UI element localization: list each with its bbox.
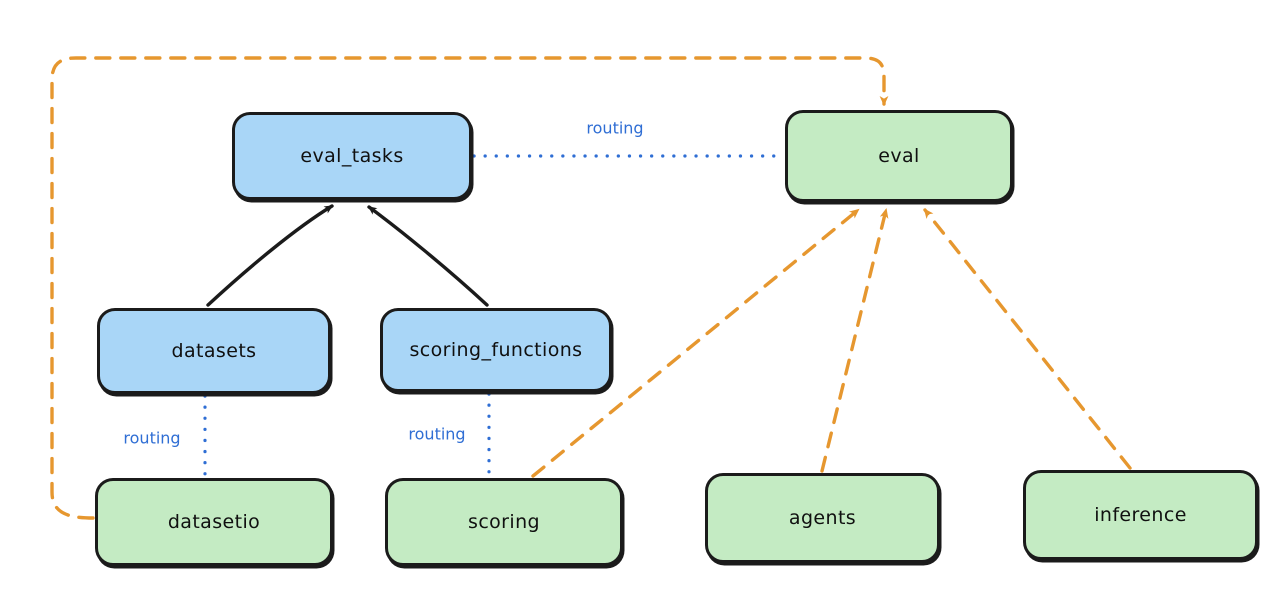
edge-agents-eval — [820, 208, 889, 473]
node-scoring-functions[interactable]: scoring_functions — [380, 308, 612, 392]
edge-label-routing-eval: routing — [586, 118, 644, 138]
node-label-datasetio: datasetio — [167, 511, 261, 533]
node-label-scoring: scoring — [468, 511, 540, 533]
edge-scoring-eval — [531, 208, 860, 478]
node-datasets[interactable]: datasets — [97, 308, 331, 394]
edge-scoring_functions-eval_tasks — [367, 205, 489, 307]
node-eval-tasks[interactable]: eval_tasks — [232, 112, 472, 200]
node-label-datasets: datasets — [171, 340, 257, 362]
node-datasetio[interactable]: datasetio — [95, 478, 333, 566]
edge-datasetio-eval — [50, 56, 889, 520]
node-scoring[interactable]: scoring — [385, 478, 623, 566]
node-label-inference: inference — [1094, 504, 1187, 526]
node-eval[interactable]: eval — [785, 110, 1013, 202]
edge-label-routing-datasetio: routing — [123, 428, 181, 448]
node-label-eval-tasks: eval_tasks — [300, 145, 404, 167]
edge-inference-eval — [923, 208, 1132, 470]
node-label-scoring-functions: scoring_functions — [409, 339, 583, 361]
edge-label-routing-scoring: routing — [408, 424, 466, 444]
node-inference[interactable]: inference — [1023, 470, 1258, 560]
node-agents[interactable]: agents — [705, 473, 940, 563]
node-label-eval: eval — [878, 145, 920, 167]
edge-datasets-eval_tasks — [206, 204, 334, 307]
node-label-agents: agents — [788, 507, 857, 529]
